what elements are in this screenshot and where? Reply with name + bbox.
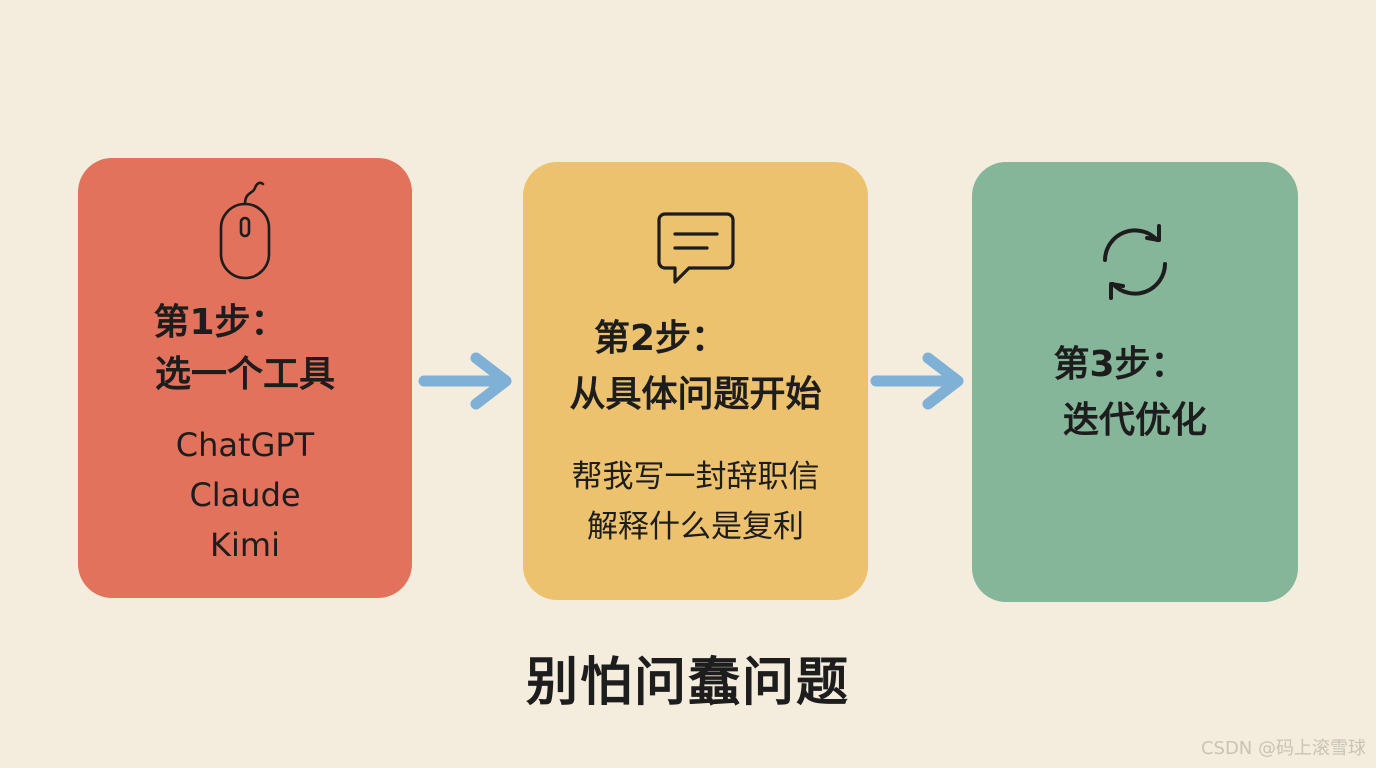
step-2-title-line1: 第2步：	[593, 318, 728, 359]
step-1-example-1: ChatGPT	[175, 426, 315, 464]
step-2-example-2: 解释什么是复利	[587, 509, 804, 545]
refresh-cycle-icon	[1103, 224, 1167, 300]
arrow-right-icon	[418, 352, 512, 410]
step-1-examples: ChatGPT Claude Kimi	[78, 420, 412, 570]
step-3-title: 第3步： 迭代优化	[972, 340, 1298, 446]
footer-title: 别怕问蠢问题	[525, 653, 850, 713]
watermark: CSDN @码上滚雪球	[1200, 738, 1366, 759]
step-1-example-2: Claude	[189, 476, 301, 514]
step-3-title-line1: 第3步：	[1053, 344, 1187, 385]
chat-bubble-icon	[656, 212, 735, 284]
step-1-title-line1: 第1步：	[153, 302, 287, 343]
step-1-example-3: Kimi	[210, 526, 280, 564]
step-1-title: 第1步： 选一个工具	[78, 298, 412, 400]
step-3-card: 第3步： 迭代优化	[972, 162, 1298, 602]
step-1-card: 第1步： 选一个工具 ChatGPT Claude Kimi	[78, 158, 412, 598]
step-2-examples: 帮我写一封辞职信 解释什么是复利	[523, 452, 868, 552]
step-3-title-line2: 迭代优化	[1062, 400, 1207, 441]
step-2-title: 第2步： 从具体问题开始	[523, 314, 868, 420]
step-2-title-line2: 从具体问题开始	[569, 374, 822, 415]
step-2-example-1: 帮我写一封辞职信	[571, 459, 820, 495]
arrow-right-icon	[870, 352, 964, 410]
step-1-title-line2: 选一个工具	[154, 354, 335, 395]
step-2-card: 第2步： 从具体问题开始 帮我写一封辞职信 解释什么是复利	[523, 162, 868, 600]
mouse-icon	[219, 181, 271, 280]
